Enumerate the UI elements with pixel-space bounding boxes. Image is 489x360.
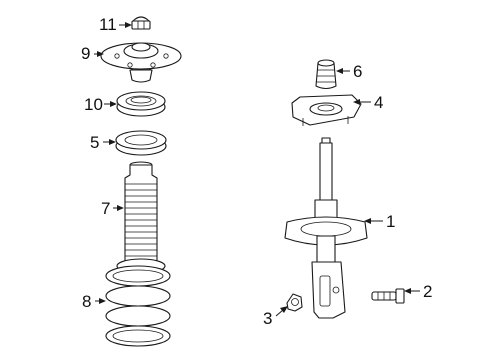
upper-seat-bracket-part (291, 94, 362, 126)
callout-label-5: 5 (90, 133, 99, 152)
callout-10: 10 (84, 95, 117, 114)
bolt-part (371, 288, 405, 304)
callout-6: 6 (336, 62, 362, 81)
callout-11: 11 (99, 15, 132, 34)
callout-label-4: 4 (374, 93, 383, 112)
callout-8: 8 (82, 292, 106, 311)
callout-label-1: 1 (386, 212, 395, 231)
bump-stop-part (315, 59, 337, 90)
callout-label-6: 6 (353, 62, 362, 81)
coil-spring-part (105, 258, 171, 347)
spring-seat-part (115, 130, 167, 156)
callout-7: 7 (101, 199, 124, 218)
bearing-part (116, 91, 166, 117)
strut-assembly-part (284, 137, 368, 319)
callout-1: 1 (364, 212, 395, 231)
callout-2: 2 (404, 282, 432, 301)
dust-boot-part (124, 161, 158, 273)
callout-label-9: 9 (81, 44, 90, 63)
callout-3: 3 (263, 306, 288, 328)
nut-part (286, 293, 303, 312)
callout-label-10: 10 (84, 95, 103, 114)
strut-mount-part (100, 42, 182, 83)
callout-label-2: 2 (423, 282, 432, 301)
callout-label-11: 11 (99, 15, 117, 34)
callout-label-8: 8 (82, 292, 91, 311)
callout-4: 4 (353, 93, 383, 112)
callout-5: 5 (90, 133, 116, 152)
callout-label-7: 7 (101, 199, 110, 218)
callout-9: 9 (81, 44, 104, 63)
callout-label-3: 3 (263, 309, 272, 328)
top-nut-part (131, 16, 151, 30)
